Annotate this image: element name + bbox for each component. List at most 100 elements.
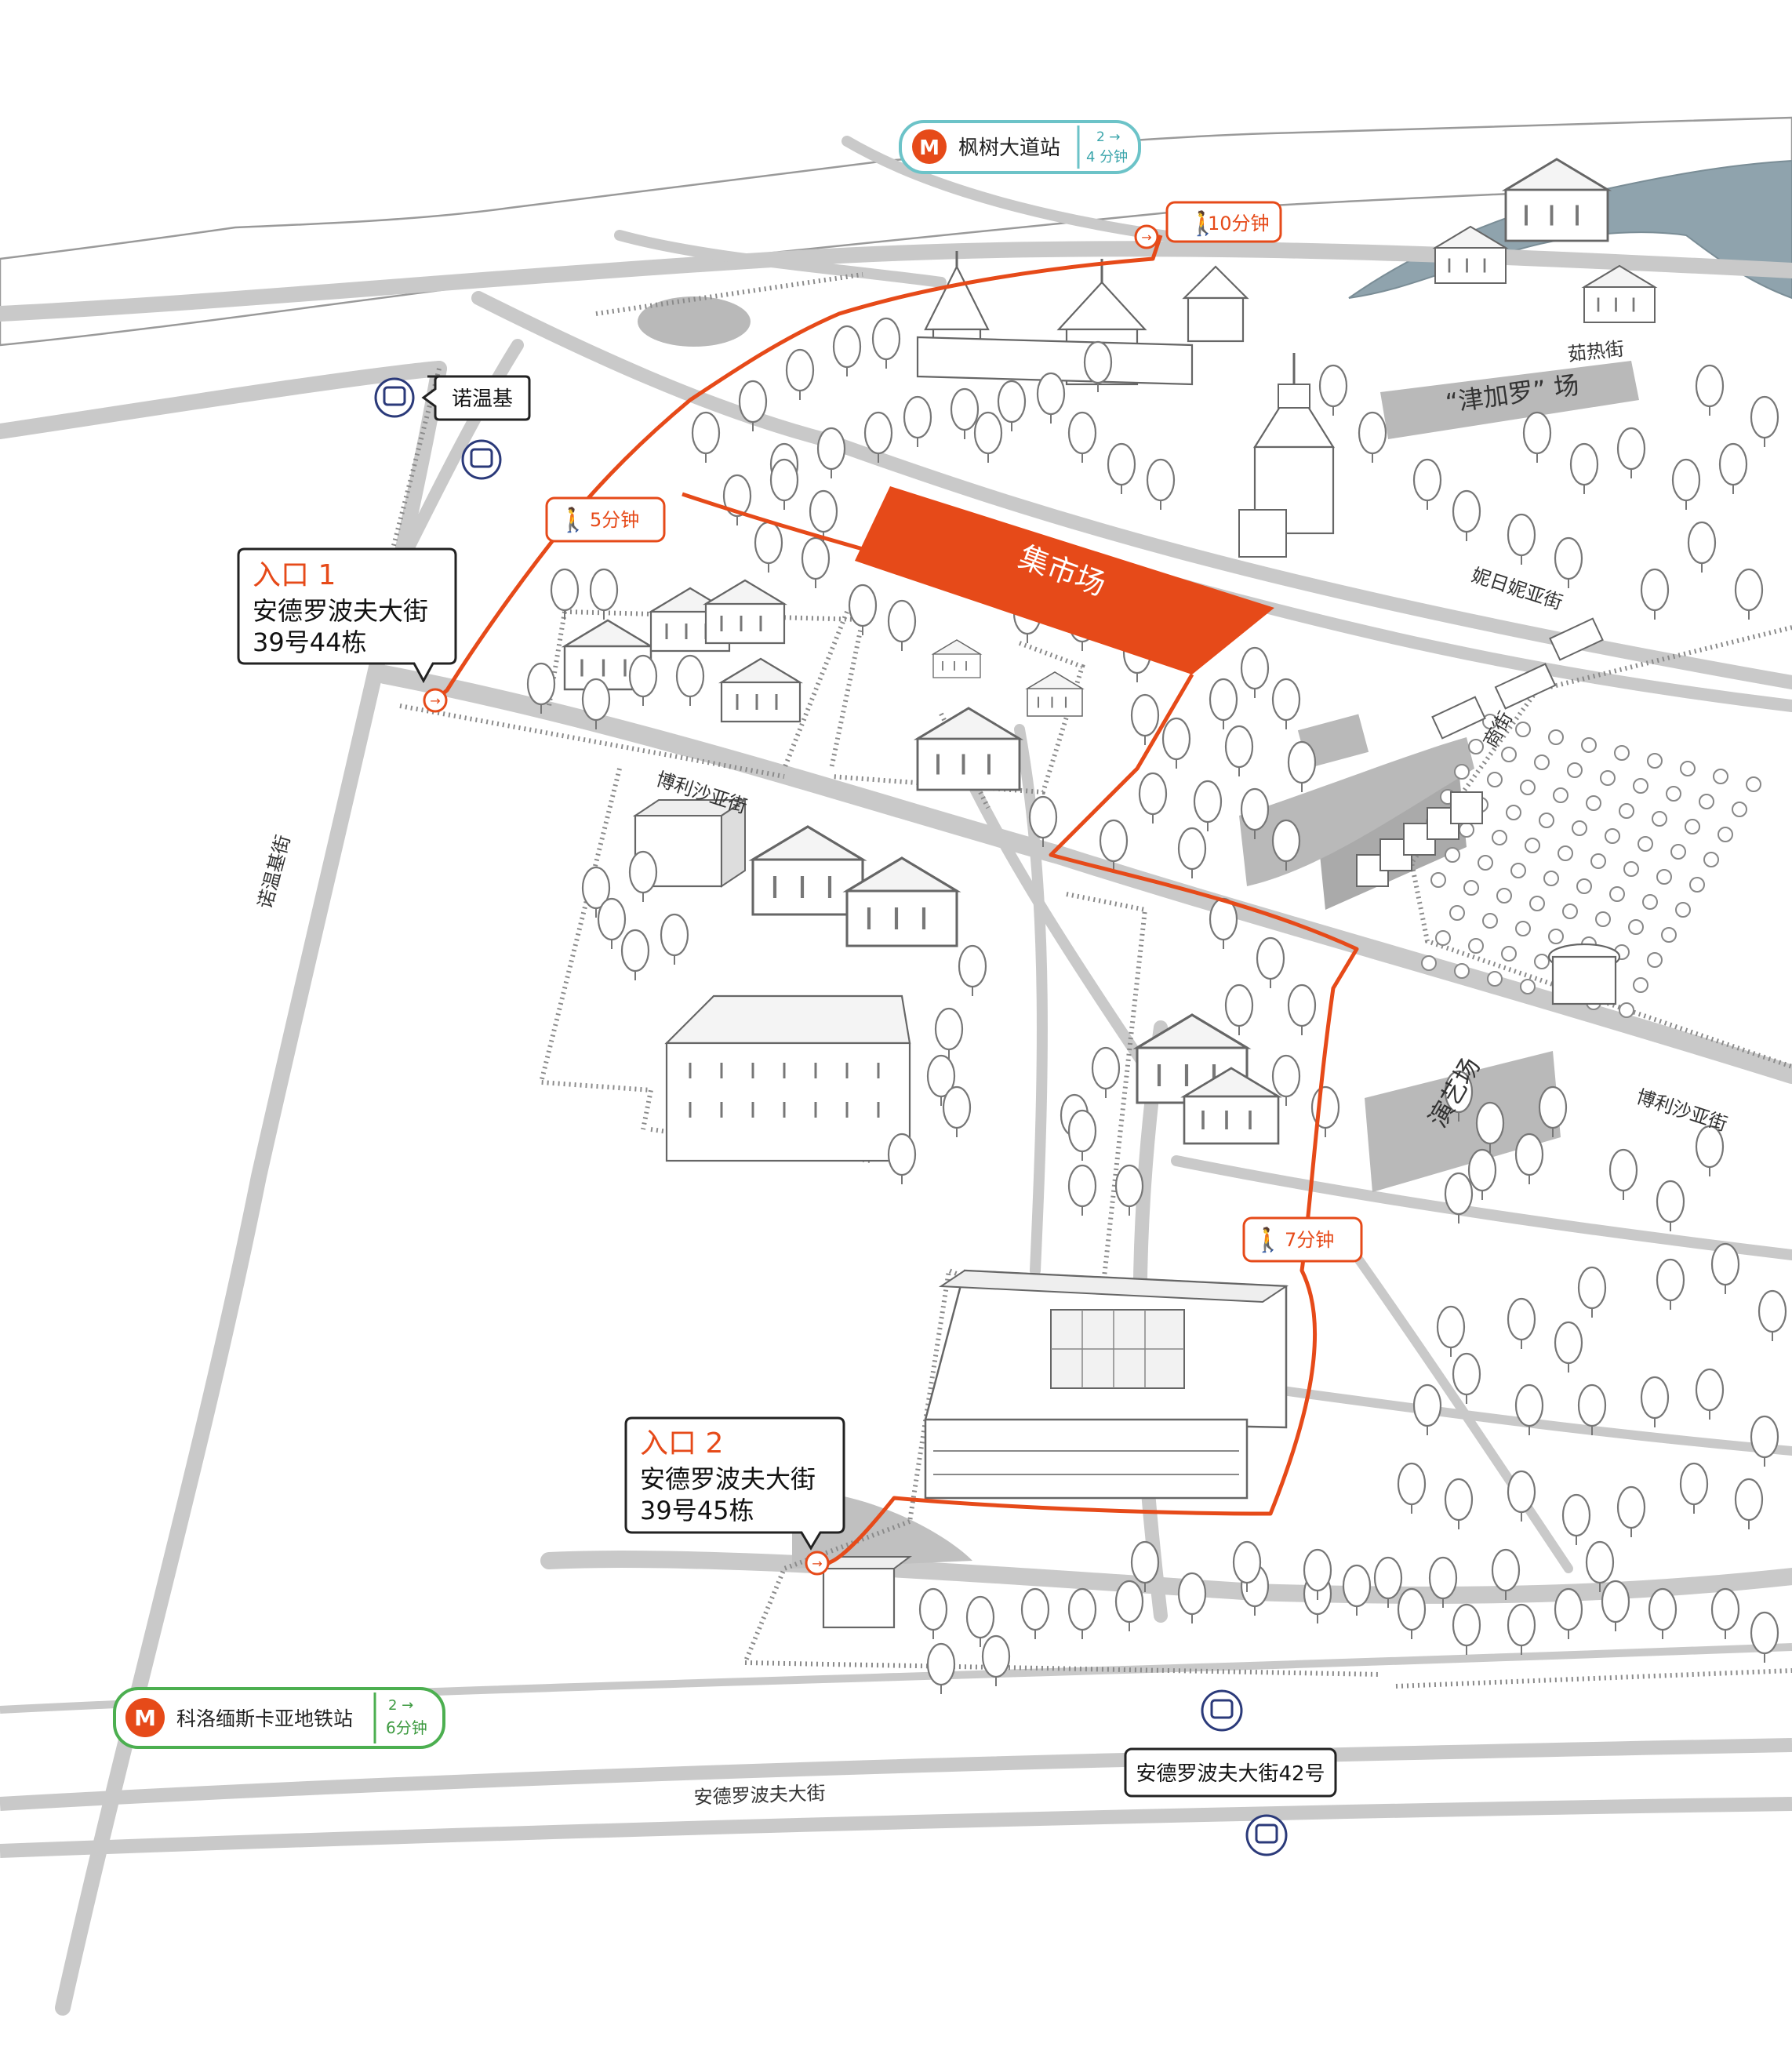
orchard-tree — [1515, 921, 1531, 936]
bus-stop-north[interactable]: 诺温基 — [374, 375, 531, 480]
tree — [1467, 1148, 1497, 1202]
bus-stop-south[interactable]: 安德罗波夫大街42号 — [1124, 1689, 1337, 1856]
orchard-tree — [1492, 830, 1507, 845]
tree — [1695, 1368, 1725, 1421]
tree — [1397, 1462, 1427, 1515]
orchard-tree — [1463, 880, 1479, 896]
orchard-tree — [1548, 729, 1564, 745]
tree — [1601, 1580, 1630, 1633]
walk-icon: 🚶 — [1253, 1226, 1282, 1254]
tree — [848, 584, 878, 637]
tree — [1616, 1485, 1646, 1539]
tree — [1718, 442, 1748, 496]
tree — [950, 387, 980, 441]
orchard-tree — [1586, 795, 1601, 811]
orchard-tree — [1454, 764, 1470, 780]
tree — [1750, 1415, 1779, 1468]
tree — [1750, 1611, 1779, 1664]
route-marker-2: → — [805, 1551, 830, 1576]
tree — [1444, 1478, 1474, 1531]
orchard-tree — [1567, 762, 1583, 778]
tree — [769, 458, 799, 511]
svg-text:10分钟: 10分钟 — [1208, 213, 1270, 235]
tree — [1287, 984, 1317, 1037]
svg-text:5分钟: 5分钟 — [590, 509, 639, 531]
orchard-tree — [1699, 794, 1714, 809]
tree — [1640, 1376, 1670, 1429]
orchard-tree — [1534, 954, 1550, 969]
tree — [903, 395, 932, 449]
tree — [785, 348, 815, 402]
svg-text:39号44栋: 39号44栋 — [253, 627, 366, 657]
orchard-tree — [1525, 838, 1540, 853]
orchard-tree — [1623, 861, 1639, 877]
metro-south[interactable]: M 科洛缅斯卡亚地铁站 2 → 6分钟 — [113, 1687, 445, 1749]
entrance-1-callout[interactable]: 入口 1 安德罗波夫大街 39号44栋 — [237, 547, 457, 684]
tree — [887, 599, 917, 653]
tree — [1287, 740, 1317, 794]
tree — [1271, 678, 1301, 731]
street-nuowenji: 诺温基街 — [254, 833, 295, 911]
tree — [1091, 1046, 1121, 1100]
orchard-tree — [1562, 904, 1578, 919]
buildings — [563, 158, 1656, 1629]
tree — [1608, 1148, 1638, 1202]
tree — [942, 1085, 972, 1139]
tree — [1067, 1109, 1097, 1162]
orchard-tree — [1680, 761, 1696, 776]
svg-text:39号45栋: 39号45栋 — [640, 1496, 754, 1525]
svg-text:科洛缅斯卡亚地铁站: 科洛缅斯卡亚地铁站 — [176, 1707, 353, 1730]
tree — [934, 1007, 964, 1060]
orchard-tree — [1590, 853, 1606, 869]
walking-route — [434, 235, 1359, 1565]
tree — [1114, 1580, 1144, 1633]
entrance-2-callout[interactable]: 入口 2 安德罗波夫大街 39号45栋 — [624, 1416, 845, 1551]
svg-text:→: → — [812, 1556, 822, 1571]
walk-icon: 🚶 — [1188, 209, 1217, 238]
orchard-tree — [1529, 896, 1545, 911]
tree — [1687, 521, 1717, 574]
svg-text:6分钟: 6分钟 — [386, 1718, 427, 1737]
tree — [1177, 1572, 1207, 1625]
svg-text:7分钟: 7分钟 — [1285, 1229, 1334, 1251]
tree — [1507, 1603, 1536, 1656]
tree — [1342, 1564, 1372, 1617]
orchard-tree — [1454, 963, 1470, 979]
walk-badge-5: 🚶 5分钟 — [545, 496, 666, 543]
tree — [801, 536, 831, 590]
svg-text:→: → — [430, 693, 440, 708]
tree — [1554, 1321, 1583, 1374]
orchard-tree — [1435, 930, 1451, 946]
orchard-tree — [1717, 827, 1733, 842]
tree — [1507, 1297, 1536, 1351]
metro-north[interactable]: M 枫树大道站 2 → 4 分钟 — [899, 120, 1141, 174]
orchard-tree — [1510, 863, 1526, 878]
orchard-tree — [1501, 747, 1517, 762]
orchard-tree — [1539, 813, 1554, 828]
orchard-tree — [1633, 778, 1648, 794]
bus-icon — [374, 377, 415, 418]
tree — [722, 474, 752, 527]
tree — [1695, 364, 1725, 417]
street-andropov: 安德罗波夫大街 — [693, 1782, 826, 1809]
orchard-tree — [1628, 919, 1644, 935]
tree — [1710, 1242, 1740, 1296]
street-ruzhe: 茹热街 — [1567, 338, 1626, 365]
tree — [1522, 411, 1552, 464]
orchard-tree — [1520, 979, 1536, 994]
svg-text:诺温基: 诺温基 — [452, 387, 513, 411]
tree — [973, 411, 1003, 464]
orchard-tree — [1534, 754, 1550, 770]
orchard-tree — [1595, 911, 1611, 927]
tree — [1146, 458, 1176, 511]
street-nirini: 妮日妮亚街 — [1469, 564, 1565, 614]
orchard-tree — [1713, 769, 1728, 784]
tree — [1036, 372, 1066, 425]
orchard-tree — [1487, 971, 1503, 987]
tree — [620, 929, 650, 982]
orchard-tree — [1642, 894, 1658, 910]
walk-badge-10: 🚶 10分钟 — [1165, 201, 1282, 243]
route-marker-3: → — [1134, 224, 1159, 249]
tree — [1412, 458, 1442, 511]
